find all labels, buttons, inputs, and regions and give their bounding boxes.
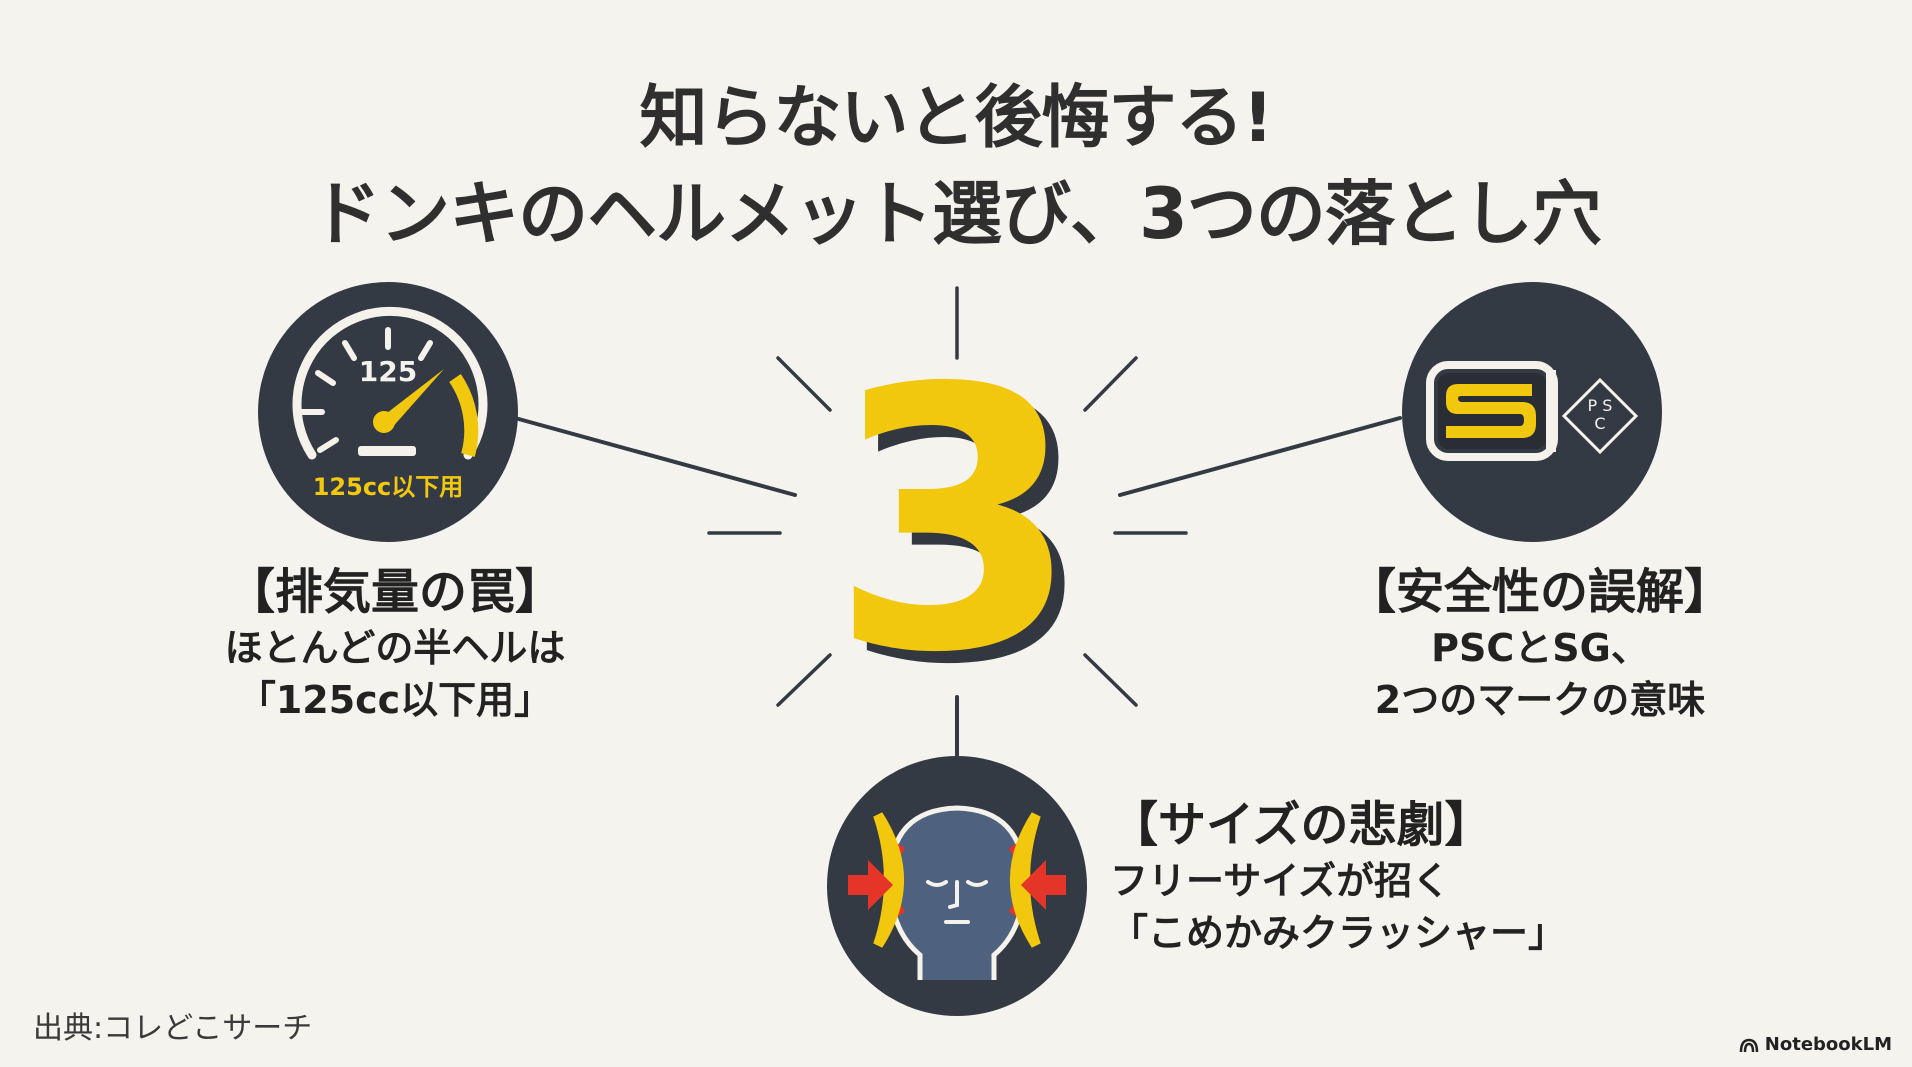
svg-text:3: 3 [843,324,1094,743]
card-heading: 【安全性の誤解】 [1347,564,1732,620]
card-line: 「こめかみクラッシャー」 [1110,911,1567,955]
connector-lines [513,416,1402,757]
card-line: フリーサイズが招く [1110,859,1451,903]
title-line-2: ドンキのヘルメット選び、3つの落とし穴 [311,173,1602,255]
sg-psc-marks-icon: P S C [1402,282,1662,542]
card-line: 「125cc以下用」 [237,678,553,722]
svg-text:C: C [1594,414,1605,433]
center-number-three: 3 3 [830,312,1094,743]
card-heading: 【サイズの悲劇】 [1110,797,1493,853]
card-line: PSCとSG、 [1431,626,1649,670]
svg-text:125cc以下用: 125cc以下用 [313,473,464,501]
svg-text:125: 125 [359,355,417,388]
brand-name: NotebookLM [1764,1034,1892,1055]
card-line: 2つのマークの意味 [1374,678,1706,722]
head-squeeze-icon [827,756,1087,1016]
source-citation: 出典:コレどこサーチ [33,1011,313,1046]
brand-watermark: NotebookLM [1739,1034,1892,1055]
svg-text:3: 3 [830,312,1081,731]
notebooklm-logo-icon [1739,1038,1759,1052]
svg-text:P S: P S [1588,396,1613,415]
card-safety: 【安全性の誤解】 PSCとSG、 2つのマークの意味 [1330,562,1750,726]
card-heading: 【排気量の罠】 [226,564,563,620]
card-line: ほとんどの半ヘルは [224,626,566,670]
burst-rays [707,286,1188,707]
title-line-1: 知らないと後悔する! [639,79,1273,158]
card-size: 【サイズの悲劇】 フリーサイズが招く 「こめかみクラッシャー」 [1110,795,1630,959]
speedometer-icon: 125 125cc以下用 [258,282,518,542]
card-displacement: 【排気量の罠】 ほとんどの半ヘルは 「125cc以下用」 [195,562,595,726]
